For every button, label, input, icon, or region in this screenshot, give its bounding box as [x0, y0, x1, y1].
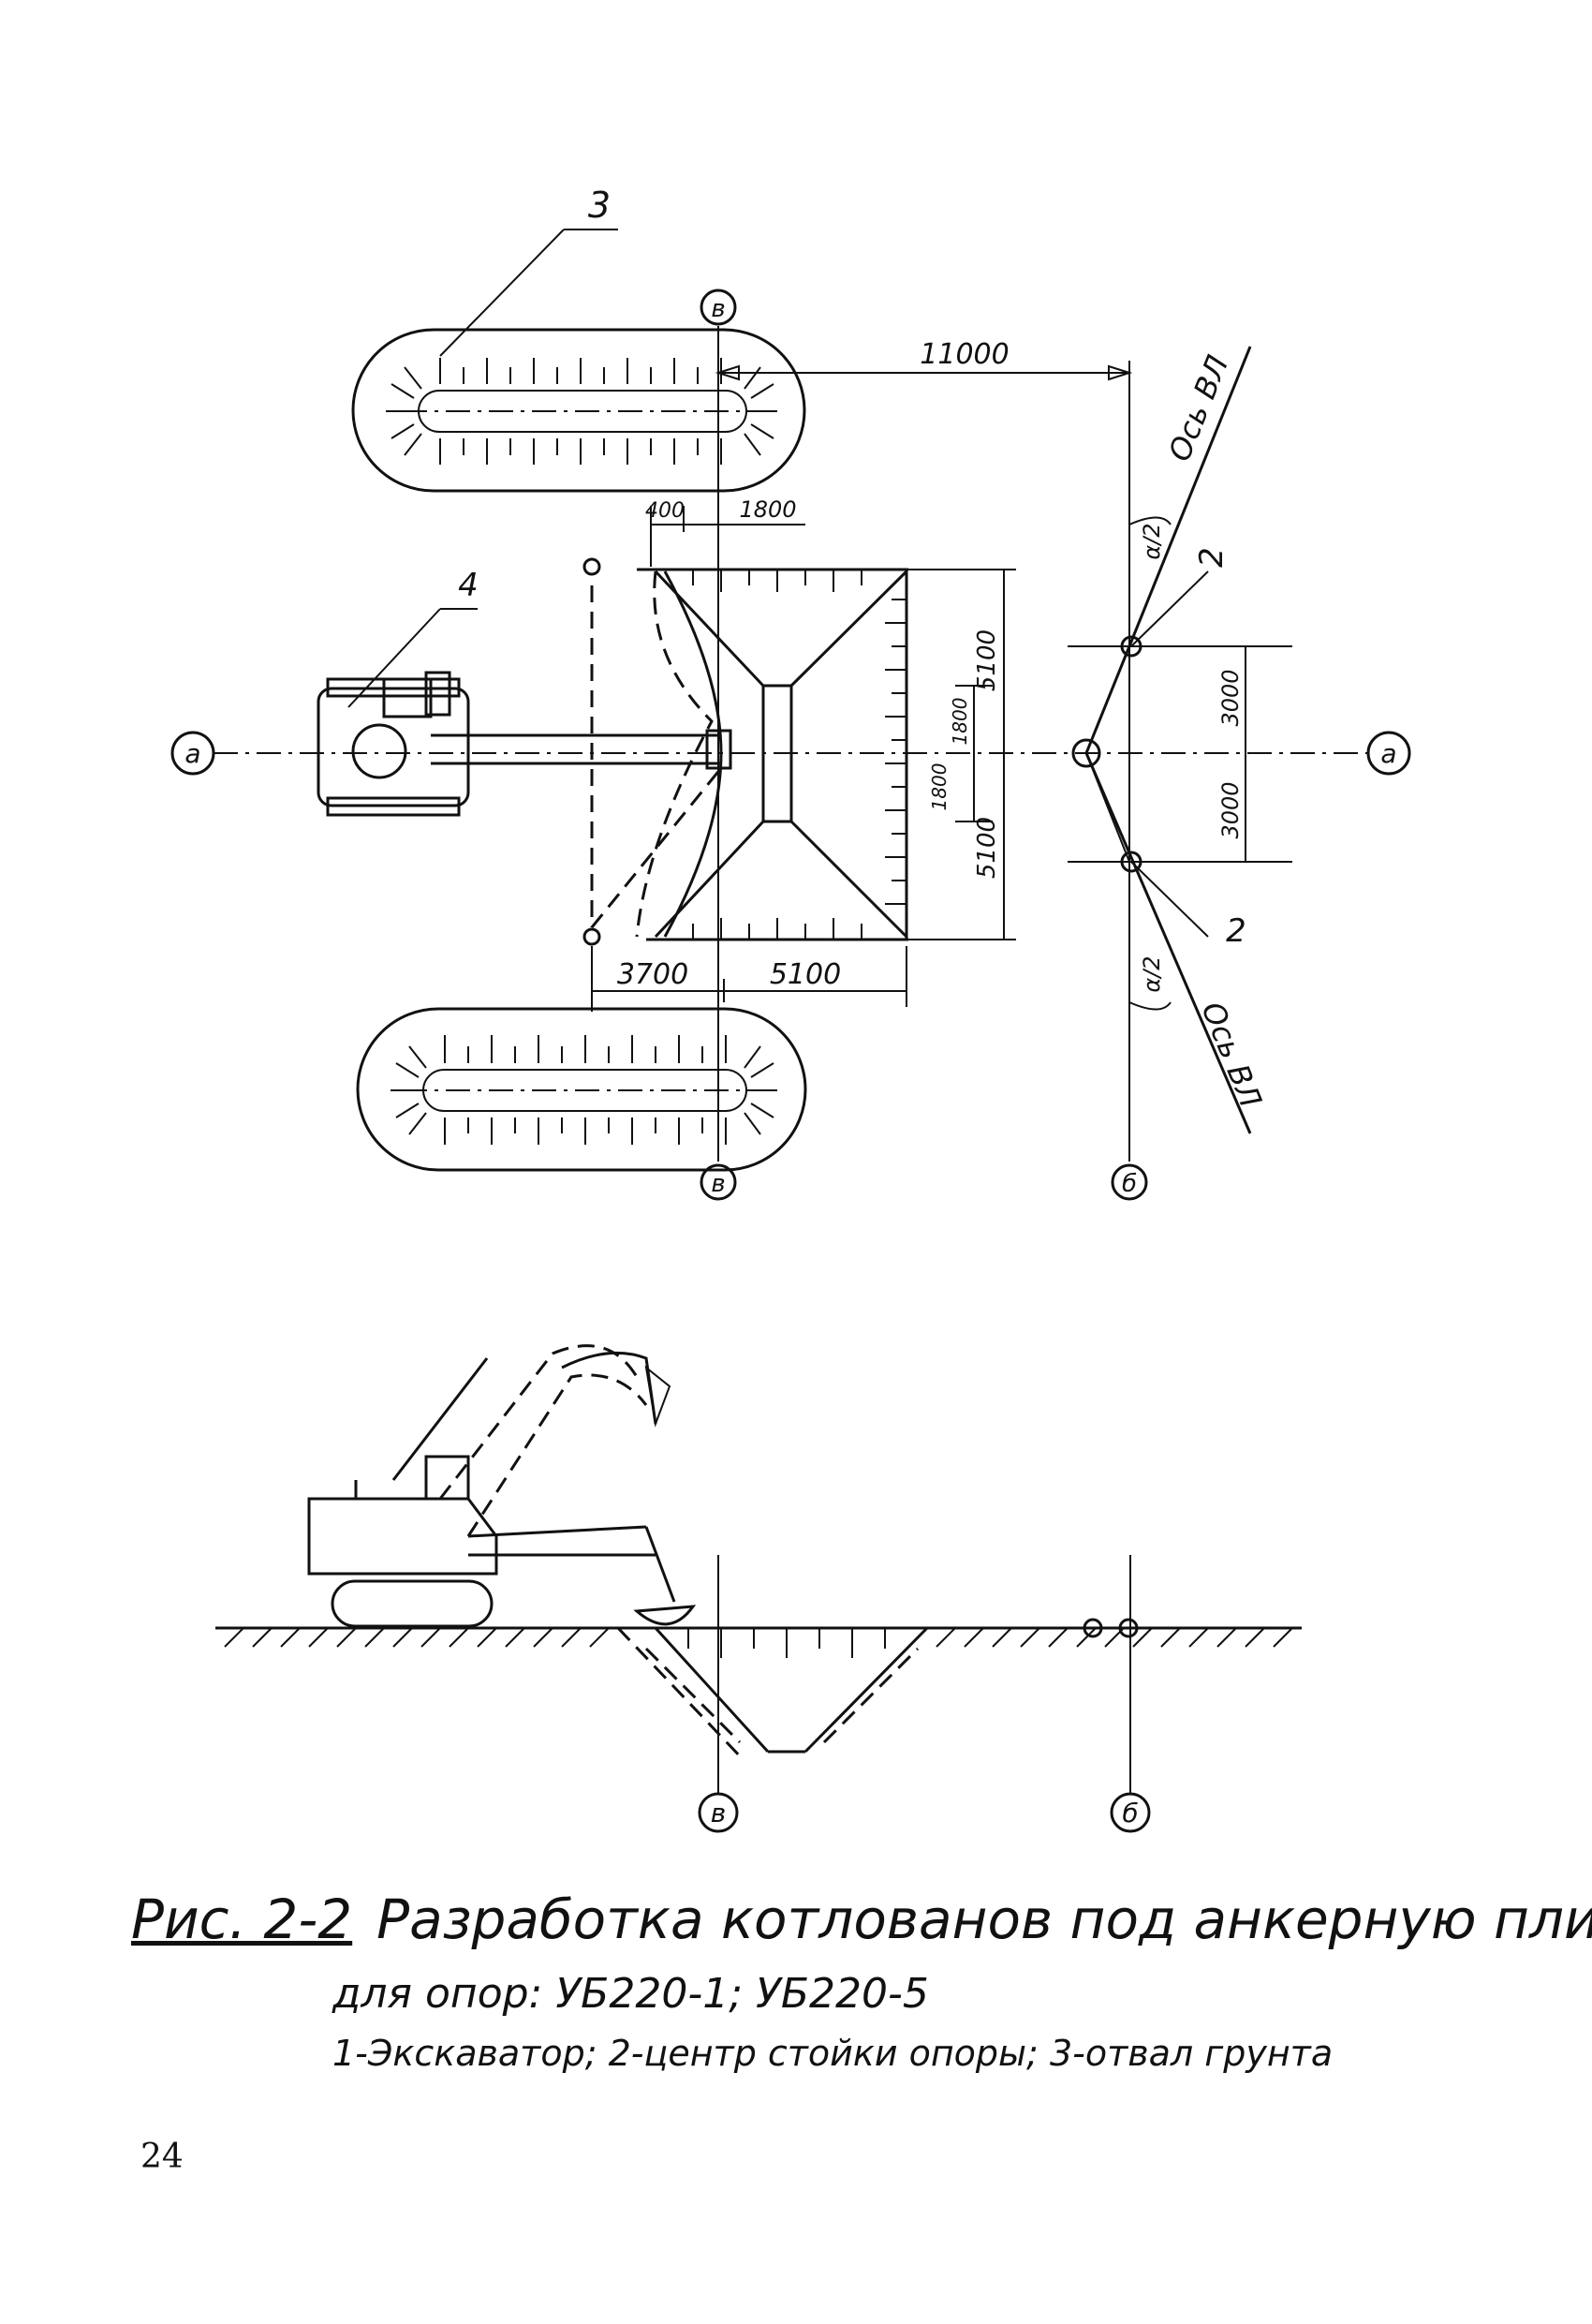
line-axis-geometry — [1068, 346, 1292, 1134]
dim-400-1800: 400 1800 — [645, 496, 805, 567]
axis-vl-label-lower: Ось ВЛ — [1195, 997, 1269, 1112]
axis-v-bottom-marker: в — [700, 1163, 737, 1201]
svg-text:3: 3 — [588, 185, 611, 226]
svg-text:б: б — [1122, 1798, 1138, 1828]
svg-text:3700: 3700 — [617, 958, 688, 991]
plan-view: в в а а б 11000 — [170, 185, 1411, 1201]
callout-2-lower: 2 — [1226, 912, 1246, 950]
svg-text:1800: 1800 — [928, 763, 951, 811]
svg-text:5100: 5100 — [973, 817, 1001, 879]
callout-2-upper: 2 — [1193, 547, 1231, 568]
pit-section — [616, 1626, 929, 1763]
callout-3: 3 — [439, 185, 618, 357]
dim-vertical-pit: 5100 5100 1800 1800 — [908, 569, 1016, 940]
dim-11000: 11000 — [715, 338, 1133, 381]
excavator-plan — [317, 671, 732, 817]
excavation-pit-plan — [582, 557, 908, 946]
section-view: в б — [215, 1344, 1302, 1833]
svg-text:5100: 5100 — [973, 629, 1001, 691]
ground-hatch — [224, 1627, 1293, 1648]
svg-text:а: а — [184, 738, 200, 769]
svg-text:а: а — [1380, 738, 1396, 769]
callout-4: 4 — [347, 567, 479, 708]
support-markers — [1083, 1618, 1139, 1638]
figure-title: Разработка котлованов под анкерную плиту — [376, 1887, 1592, 1951]
angle-label-lower: α/2 — [1139, 955, 1165, 992]
figure-number: Рис. 2-2 — [131, 1887, 353, 1951]
svg-text:1800: 1800 — [949, 698, 971, 746]
figure-caption-title: Рис. 2-2 Разработка котлованов под анкерн… — [131, 1887, 1592, 1951]
svg-text:11000: 11000 — [920, 338, 1009, 371]
section-axis-b-marker: б — [1110, 1792, 1151, 1833]
svg-text:б: б — [1122, 1170, 1137, 1198]
svg-text:в: в — [711, 1798, 727, 1828]
axis-v-top-marker: в — [700, 289, 737, 326]
dim-3000-upper: 3000 — [1217, 669, 1244, 726]
axis-a-right-marker: а — [1366, 731, 1411, 776]
figure-legend: 1-Экскаватор; 2-центр стойки опоры; 3-от… — [332, 2033, 1334, 2074]
dim-3700-5100: 3700 5100 — [591, 946, 907, 1012]
axis-b-bottom-marker: б — [1111, 1163, 1148, 1201]
svg-text:400: 400 — [645, 499, 685, 523]
section-axis-v-marker: в — [698, 1792, 739, 1833]
page-number: 24 — [140, 2138, 184, 2176]
spoil-heap-upper — [351, 328, 806, 493]
svg-text:4: 4 — [458, 567, 479, 604]
svg-text:в: в — [711, 295, 725, 323]
dim-3000-lower: 3000 — [1217, 781, 1244, 838]
figure-caption-subtitle: для опор: УБ220-1; УБ220-5 — [332, 1970, 929, 2018]
excavator-side — [307, 1344, 697, 1628]
angle-label-upper: α/2 — [1139, 523, 1165, 559]
spoil-heap-lower — [356, 1007, 807, 1172]
svg-text:5100: 5100 — [770, 958, 841, 991]
axis-a-left-marker: а — [170, 731, 215, 776]
svg-text:1800: 1800 — [739, 496, 796, 523]
svg-text:в: в — [711, 1170, 725, 1198]
